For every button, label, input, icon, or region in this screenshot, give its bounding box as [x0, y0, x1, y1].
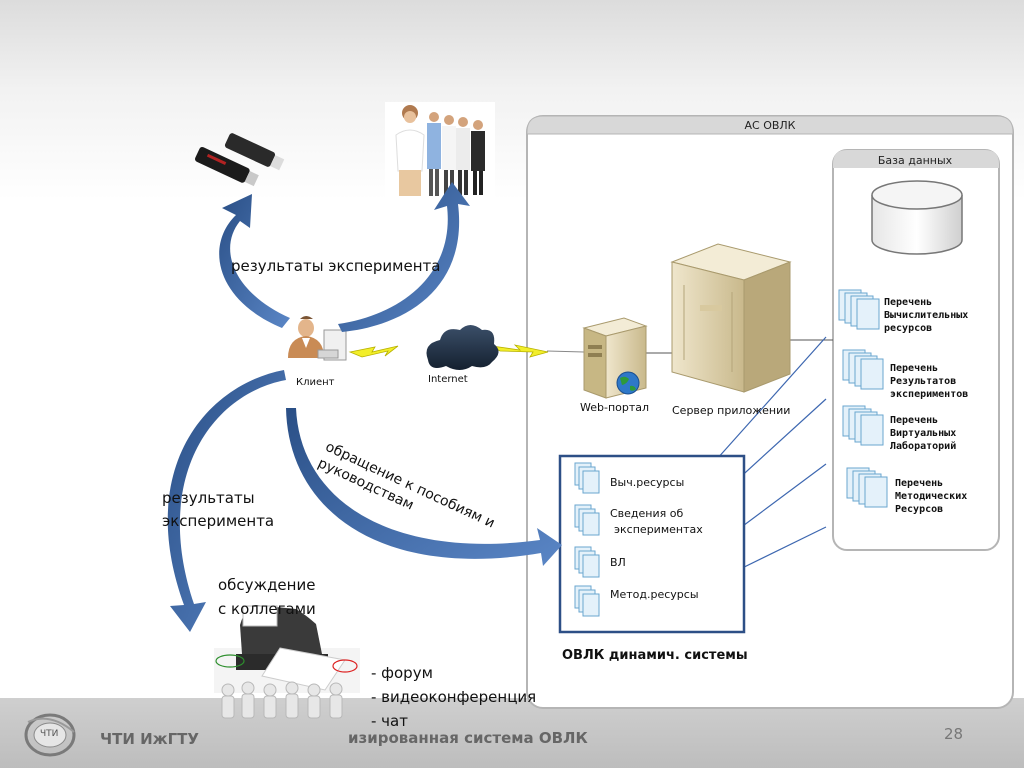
app-server-icon: [670, 243, 792, 393]
dynamic-item-vl: ВЛ: [610, 556, 626, 569]
dynamic-system-caption: ОВЛК динамич. системы: [562, 648, 748, 663]
database-title: База данных: [877, 154, 953, 167]
footer-bar: [0, 698, 1024, 768]
logo-text: ЧТИ: [40, 729, 59, 739]
app-server-label: Сервер приложении: [672, 404, 791, 417]
database-panel: [832, 149, 1000, 551]
system-title: АС ОВЛК: [744, 119, 796, 132]
colleagues-photo: [385, 102, 495, 197]
arrow-client-to-discussion: [167, 370, 286, 632]
arrow-client-to-usb: [219, 194, 290, 328]
dynamic-item-experiments-2: экспериментах: [614, 523, 703, 536]
org-name: ЧТИ ИжГТУ: [100, 730, 199, 748]
dynamic-item-experiments-1: Сведения об: [610, 507, 684, 520]
channel-forum: - форум: [371, 664, 433, 682]
channel-videoconference: - видеоконференция: [371, 688, 537, 706]
internet-cloud-icon: [426, 325, 499, 370]
client-label: Клиент: [296, 377, 335, 388]
discussion-label-1: обсуждение: [218, 576, 316, 594]
footer-subtitle: изированная система ОВЛК: [348, 729, 588, 747]
dynamic-doc-icons: [574, 462, 600, 617]
results-left-label-1: результаты: [162, 489, 255, 507]
database-cylinder-icon: [871, 180, 963, 255]
dynamic-item-computing: Выч.ресурсы: [610, 476, 685, 489]
channel-chat: - чат: [371, 712, 408, 730]
results-top-label: результаты эксперимента: [231, 257, 441, 275]
chti-logo-icon: [24, 713, 76, 757]
usb-drive-icon: [194, 133, 285, 187]
db-doc-stack-icon-3: [842, 405, 884, 446]
connection-lines: [645, 339, 833, 354]
printer-icon: [214, 605, 360, 693]
internet-label: Internet: [428, 374, 468, 385]
results-left-label-2: эксперимента: [162, 512, 275, 530]
client-user-icon: [288, 316, 347, 361]
dynamic-item-methodical: Метод.ресурсы: [610, 588, 699, 601]
db-doc-stack-icon-1: [838, 289, 880, 330]
db-doc-stack-icon-4: [846, 467, 888, 508]
arrow-client-to-dynamic-system: [286, 408, 562, 566]
network-links: [348, 344, 585, 358]
people-figures-icon: [221, 681, 343, 719]
discussion-label-2: с коллегами: [218, 600, 316, 618]
page-number: 28: [944, 725, 964, 743]
globe-icon: [616, 371, 640, 395]
web-portal-label: Web-портал: [580, 401, 650, 414]
arrow-client-to-colleagues: [338, 182, 470, 332]
db-doc-stack-icon-2: [842, 349, 884, 390]
